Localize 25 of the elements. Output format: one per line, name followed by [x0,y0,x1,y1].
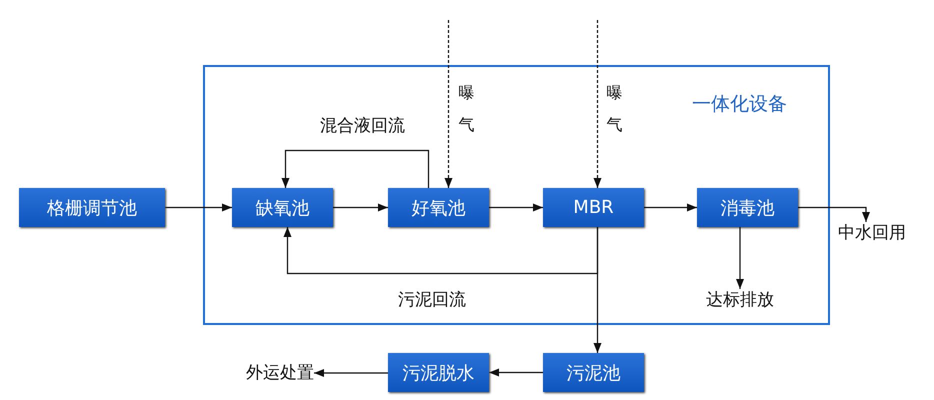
arrow [594,227,602,353]
dashed-arrow [444,20,452,188]
process-box: 消毒池 [697,188,798,227]
equipment-frame [203,65,830,325]
process-box: 好氧池 [388,188,489,227]
process-box: 污泥池 [543,353,644,392]
arrow [798,206,870,222]
destination-text: 中水回用 [838,222,906,244]
arrow [644,204,697,212]
process-box: MBR [543,188,644,227]
arrow [165,204,232,212]
arrow [489,204,543,212]
arrow [489,368,543,376]
process-box: 污泥脱水 [388,353,489,392]
frame-heading: 一体化设备 [692,92,787,116]
arrow [736,227,744,289]
arrow [333,204,388,212]
arrow [284,227,598,274]
arrow [314,369,388,377]
dashed-arrow [594,20,602,188]
arrow [282,150,430,188]
process-box: 格栅调节池 [19,188,165,227]
destination-text: 外运处置 [246,362,314,384]
process-box: 缺氧池 [232,188,333,227]
destination-text: 达标排放 [706,289,774,311]
